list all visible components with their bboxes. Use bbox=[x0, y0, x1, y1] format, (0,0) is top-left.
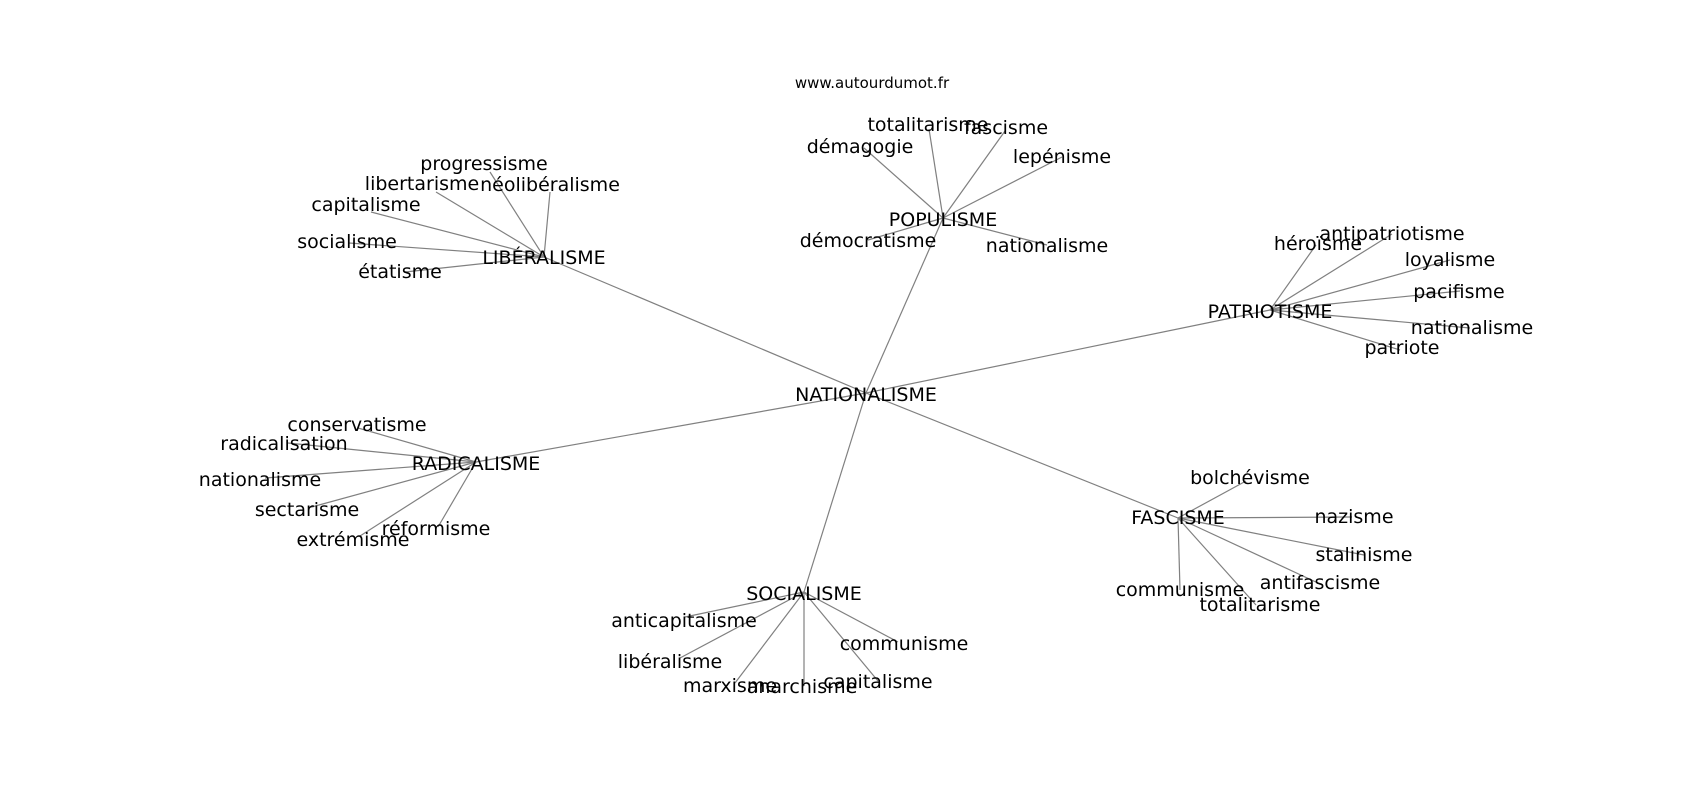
node-liberalisme: LIBÉRALISME bbox=[482, 246, 605, 269]
cluster-fascisme: FASCISME bolchévisme nazisme stalinisme … bbox=[865, 392, 1413, 616]
edge-center-populisme bbox=[865, 217, 944, 394]
edge-radicalisme-reformisme bbox=[437, 461, 477, 528]
node-totalitarisme-fascisme: totalitarisme bbox=[1199, 594, 1320, 616]
edge-liberalisme-progressisme bbox=[489, 171, 545, 258]
edge-patriotisme-antipatriotisme bbox=[1269, 233, 1393, 311]
node-fascisme: fascisme bbox=[964, 117, 1048, 139]
node-nationalisme-patriotisme: nationalisme bbox=[1411, 317, 1533, 339]
source-label: www.autourdumot.fr bbox=[795, 74, 950, 92]
node-nationalisme-populisme: nationalisme bbox=[986, 235, 1108, 257]
edge-populisme-fascisme bbox=[942, 130, 1006, 219]
node-totalitarisme: totalitarisme bbox=[867, 114, 988, 136]
edge-populisme-democratisme bbox=[867, 217, 944, 241]
node-capitalisme-socialisme: capitalisme bbox=[823, 671, 932, 693]
edge-center-socialisme bbox=[803, 392, 867, 593]
edge-center-fascisme bbox=[865, 392, 1179, 519]
edge-patriotisme-pacifisme bbox=[1269, 290, 1461, 311]
edge-socialisme-communisme bbox=[803, 591, 899, 643]
node-communisme-socialisme: communisme bbox=[840, 633, 969, 655]
edge-socialisme-marxisme bbox=[734, 591, 805, 684]
cluster-socialisme: SOCIALISME anticapitalisme communisme li… bbox=[611, 392, 969, 698]
node-radicalisation: radicalisation bbox=[220, 433, 347, 455]
edge-populisme-totalitarisme bbox=[928, 128, 944, 219]
edge-fascisme-bolchevisme bbox=[1177, 480, 1247, 519]
edge-fascisme-totalitarisme bbox=[1177, 517, 1257, 606]
edge-center-radicalisme bbox=[475, 392, 867, 463]
edge-liberalisme-etatisme bbox=[404, 256, 545, 273]
node-reformisme: réformisme bbox=[382, 518, 491, 540]
node-etatisme: étatisme bbox=[358, 261, 442, 283]
edge-center-patriotisme bbox=[865, 309, 1271, 394]
node-liberalisme-socialisme: libéralisme bbox=[618, 651, 722, 673]
edge-radicalisme-nationalisme bbox=[264, 461, 477, 479]
edge-radicalisme-radicalisation bbox=[287, 442, 477, 463]
edge-liberalisme-neoliberalisme bbox=[543, 191, 551, 258]
cluster-populisme: POPULISME totalitarisme fascisme démagog… bbox=[800, 114, 1111, 394]
edge-patriotisme-loyalisme bbox=[1269, 259, 1451, 311]
edge-fascisme-antifascisme bbox=[1177, 517, 1319, 584]
node-capitalisme: capitalisme bbox=[311, 194, 420, 216]
node-anticapitalisme: anticapitalisme bbox=[611, 610, 757, 632]
node-fascisme-hub: FASCISME bbox=[1131, 507, 1225, 529]
node-patriote: patriote bbox=[1364, 337, 1439, 359]
edge-fascisme-communisme bbox=[1177, 517, 1181, 591]
edge-radicalisme-conservatisme bbox=[357, 427, 477, 463]
node-communisme-fascisme: communisme bbox=[1116, 579, 1245, 601]
edge-fascisme-stalinisme bbox=[1177, 517, 1365, 556]
edge-patriotisme-patriote bbox=[1269, 309, 1401, 351]
cluster-liberalisme: LIBÉRALISME progressisme libertarisme né… bbox=[297, 153, 867, 394]
edge-socialisme-capitalisme bbox=[803, 591, 879, 682]
node-marxisme: marxisme bbox=[683, 675, 777, 697]
node-antipatriotisme: antipatriotisme bbox=[1319, 223, 1464, 245]
node-progressisme: progressisme bbox=[420, 153, 547, 175]
edge-patriotisme-heroisme bbox=[1269, 244, 1317, 311]
node-bolchevisme: bolchévisme bbox=[1190, 467, 1310, 489]
node-patriotisme: PATRIOTISME bbox=[1208, 301, 1333, 323]
node-neoliberalisme: néolibéralisme bbox=[480, 174, 620, 196]
node-lepenisme: lepénisme bbox=[1013, 146, 1111, 168]
edge-patriotisme-nationalisme bbox=[1269, 309, 1471, 329]
edge-liberalisme-libertarisme bbox=[435, 191, 545, 258]
node-socialisme: socialisme bbox=[297, 231, 397, 253]
node-heroisme: héroïsme bbox=[1274, 233, 1362, 255]
node-democratisme: démocratisme bbox=[800, 230, 937, 252]
node-conservatisme: conservatisme bbox=[287, 414, 426, 436]
node-loyalisme: loyalisme bbox=[1405, 249, 1495, 271]
node-anarchisme: anarchisme bbox=[747, 676, 858, 698]
edge-populisme-demagogie bbox=[863, 147, 944, 219]
edge-fascisme-nazisme bbox=[1177, 516, 1353, 519]
edge-center-liberalisme bbox=[543, 256, 867, 394]
node-nationalisme-center: NATIONALISME bbox=[795, 384, 937, 406]
cluster-patriotisme: PATRIOTISME antipatriotisme héroïsme loy… bbox=[865, 223, 1533, 394]
node-sectarisme: sectarisme bbox=[255, 499, 359, 521]
edge-liberalisme-socialisme bbox=[348, 242, 545, 258]
node-populisme: POPULISME bbox=[889, 209, 997, 231]
node-nazisme: nazisme bbox=[1314, 506, 1393, 528]
edge-populisme-lepenisme bbox=[942, 156, 1063, 219]
edge-radicalisme-extremisme bbox=[359, 461, 477, 537]
node-nationalisme-radicalisme: nationalisme bbox=[199, 469, 321, 491]
node-stalinisme: stalinisme bbox=[1316, 544, 1413, 566]
edge-liberalisme-capitalisme bbox=[370, 211, 545, 258]
node-antifascisme: antifascisme bbox=[1260, 572, 1380, 594]
node-radicalisme: RADICALISME bbox=[412, 453, 541, 475]
cluster-radicalisme: RADICALISME conservatisme radicalisation… bbox=[199, 392, 867, 551]
edge-socialisme-liberalisme bbox=[679, 591, 805, 659]
edge-socialisme-anticapitalisme bbox=[684, 591, 805, 618]
node-pacifisme: pacifisme bbox=[1413, 281, 1505, 303]
edge-populisme-nationalisme bbox=[942, 217, 1048, 246]
node-socialisme-hub: SOCIALISME bbox=[746, 583, 862, 605]
node-extremisme: extrémisme bbox=[296, 529, 409, 551]
node-libertarisme: libertarisme bbox=[365, 173, 479, 195]
node-demagogie: démagogie bbox=[807, 136, 914, 158]
edge-radicalisme-sectarisme bbox=[307, 461, 477, 509]
